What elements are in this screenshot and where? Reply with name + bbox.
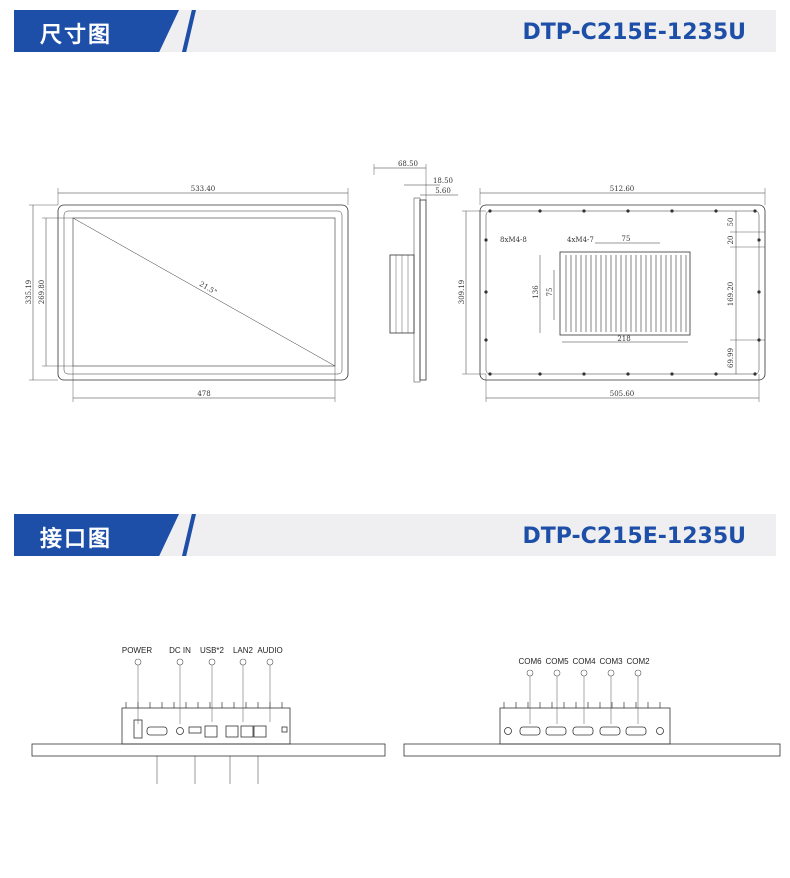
screw-hole: [484, 290, 488, 294]
port-label-audio: AUDIO: [257, 646, 282, 655]
screw-label: 8xM4-8: [500, 236, 527, 244]
screw-hole: [582, 209, 586, 213]
back-height-label: 309.19: [458, 280, 466, 305]
screw-hole: [757, 338, 761, 342]
screw-hole: [582, 372, 586, 376]
port-label-com5: COM5: [545, 657, 569, 666]
right-dim-2: 20: [727, 236, 735, 245]
front-screen-outline: [72, 217, 336, 367]
box-screw-label: 4xM4-7: [567, 236, 594, 244]
port-label-com3: COM3: [599, 657, 623, 666]
back-box-outline: [559, 251, 691, 336]
port-label-usb: USB*2: [200, 646, 225, 655]
front-width-label: 533.40: [191, 185, 216, 193]
interface-drawing: POWER DC IN USB*2 LAN2 AUDIO COM6 COM5 C…: [31, 646, 781, 784]
com6-callout-dot: [526, 669, 534, 677]
interfaces-banner: 接口图 DTP-C215E-1235U: [14, 514, 776, 556]
left-heatsink-fins: [125, 702, 283, 708]
com3-callout-dot: [607, 669, 615, 677]
section-title: 尺寸图: [40, 23, 113, 48]
back-screw-holes: [484, 209, 761, 376]
screw-hole: [488, 209, 492, 213]
front-screen-width-label: 478: [197, 390, 210, 398]
vesa-width-label: 218: [617, 335, 630, 343]
right-dim-3: 169.20: [727, 282, 735, 307]
banner-tab: [14, 10, 179, 52]
back-bottom-width-label: 505.60: [610, 390, 635, 398]
right-dim-1: 50: [727, 218, 735, 227]
com4-callout-dot: [580, 669, 588, 677]
right-panel-base: [403, 743, 781, 757]
front-height-label: 335.19: [25, 280, 33, 305]
screw-hole: [670, 372, 674, 376]
screw-hole: [538, 372, 542, 376]
screw-hole: [484, 338, 488, 342]
port-label-dc-in: DC IN: [169, 646, 191, 655]
model-name: DTP-C215E-1235U: [522, 524, 746, 549]
side-panel-outline: [419, 199, 427, 381]
port-label-com4: COM4: [572, 657, 596, 666]
right-heatsink-fins: [503, 702, 661, 708]
model-name: DTP-C215E-1235U: [522, 20, 746, 45]
com2-callout-dot: [634, 669, 642, 677]
screw-hole: [538, 209, 542, 213]
screw-hole: [626, 372, 630, 376]
screw-hole: [484, 238, 488, 242]
back-panel-outline: [479, 204, 766, 381]
back-heatsink-fins: [565, 255, 687, 332]
screw-hole: [757, 238, 761, 242]
screw-hole: [488, 372, 492, 376]
com5-callout-dot: [553, 669, 561, 677]
left-panel-base: [31, 743, 386, 757]
port-label-com6: COM6: [518, 657, 542, 666]
screw-hole: [757, 290, 761, 294]
screw-hole: [714, 372, 718, 376]
side-depth-label: 68.50: [398, 160, 418, 168]
front-screen-height-label: 269.80: [38, 280, 46, 305]
audio-callout-dot: [266, 658, 274, 666]
front-panel-outline: [57, 204, 349, 381]
screw-hole: [753, 372, 757, 376]
back-width-label: 512.60: [610, 185, 635, 193]
port-label-com2: COM2: [626, 657, 650, 666]
side-panel-label: 5.60: [435, 187, 451, 195]
right-dim-4: 69.99: [727, 348, 735, 368]
side-bezel-label: 18.50: [433, 177, 453, 185]
power-callout-dot: [134, 658, 142, 666]
usb-callout-dot: [208, 658, 216, 666]
section-title: 接口图: [40, 527, 113, 552]
port-label-power: POWER: [122, 646, 152, 655]
vesa-inner-width-label: 75: [622, 235, 631, 243]
dimension-drawing: 533.40 478 335.19 269.80 21.5" 68.50 18.…: [25, 160, 766, 402]
screw-hole: [753, 209, 757, 213]
vesa-inner-height-label: 75: [546, 288, 554, 297]
vesa-height-label: 136: [532, 285, 540, 299]
left-io-box: [121, 707, 291, 745]
right-io-box: [499, 707, 671, 745]
dimensions-banner: 尺寸图 DTP-C215E-1235U: [14, 10, 776, 52]
screw-hole: [670, 209, 674, 213]
dc-in-callout-dot: [176, 658, 184, 666]
port-label-lan2: LAN2: [233, 646, 254, 655]
banner-tab: [14, 514, 179, 556]
lan2-callout-dot: [239, 658, 247, 666]
screw-hole: [626, 209, 630, 213]
screw-hole: [714, 209, 718, 213]
